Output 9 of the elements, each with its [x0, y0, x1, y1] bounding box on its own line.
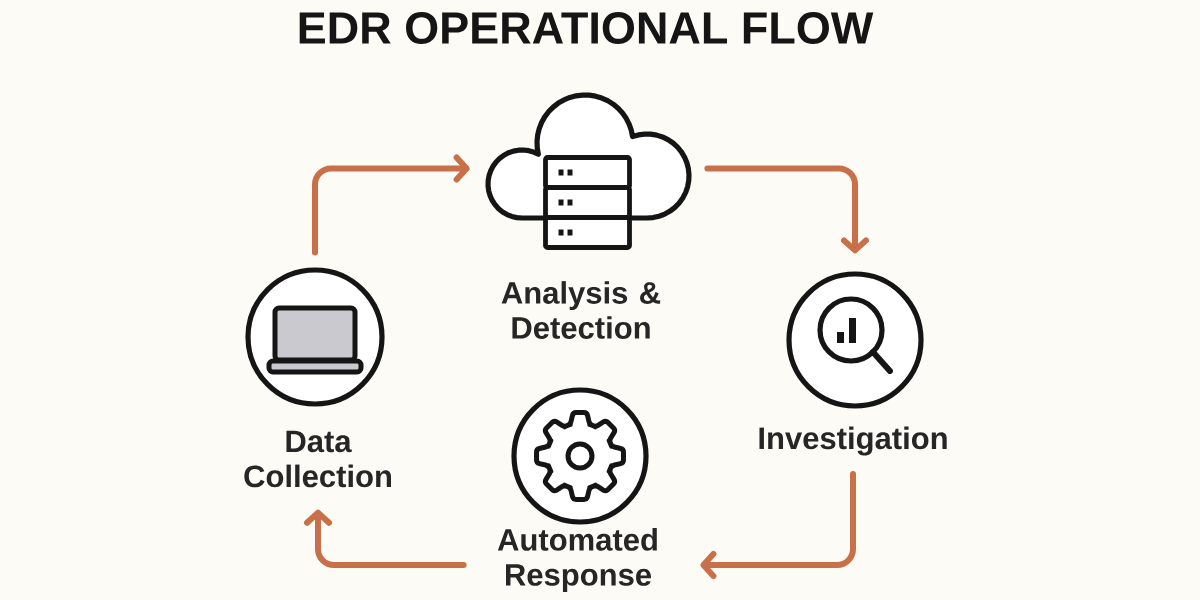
node-label: Analysis & Detection	[501, 281, 661, 339]
node-label: Investigation	[759, 426, 947, 456]
node-label: Automated Response	[497, 528, 657, 592]
title: EDR OPERATIONAL FLOW	[299, 12, 874, 44]
node-label: Data Collection	[244, 430, 391, 488]
arrow	[304, 509, 467, 568]
arrow	[700, 470, 856, 579]
arrow	[312, 154, 470, 256]
arrow	[704, 165, 869, 254]
